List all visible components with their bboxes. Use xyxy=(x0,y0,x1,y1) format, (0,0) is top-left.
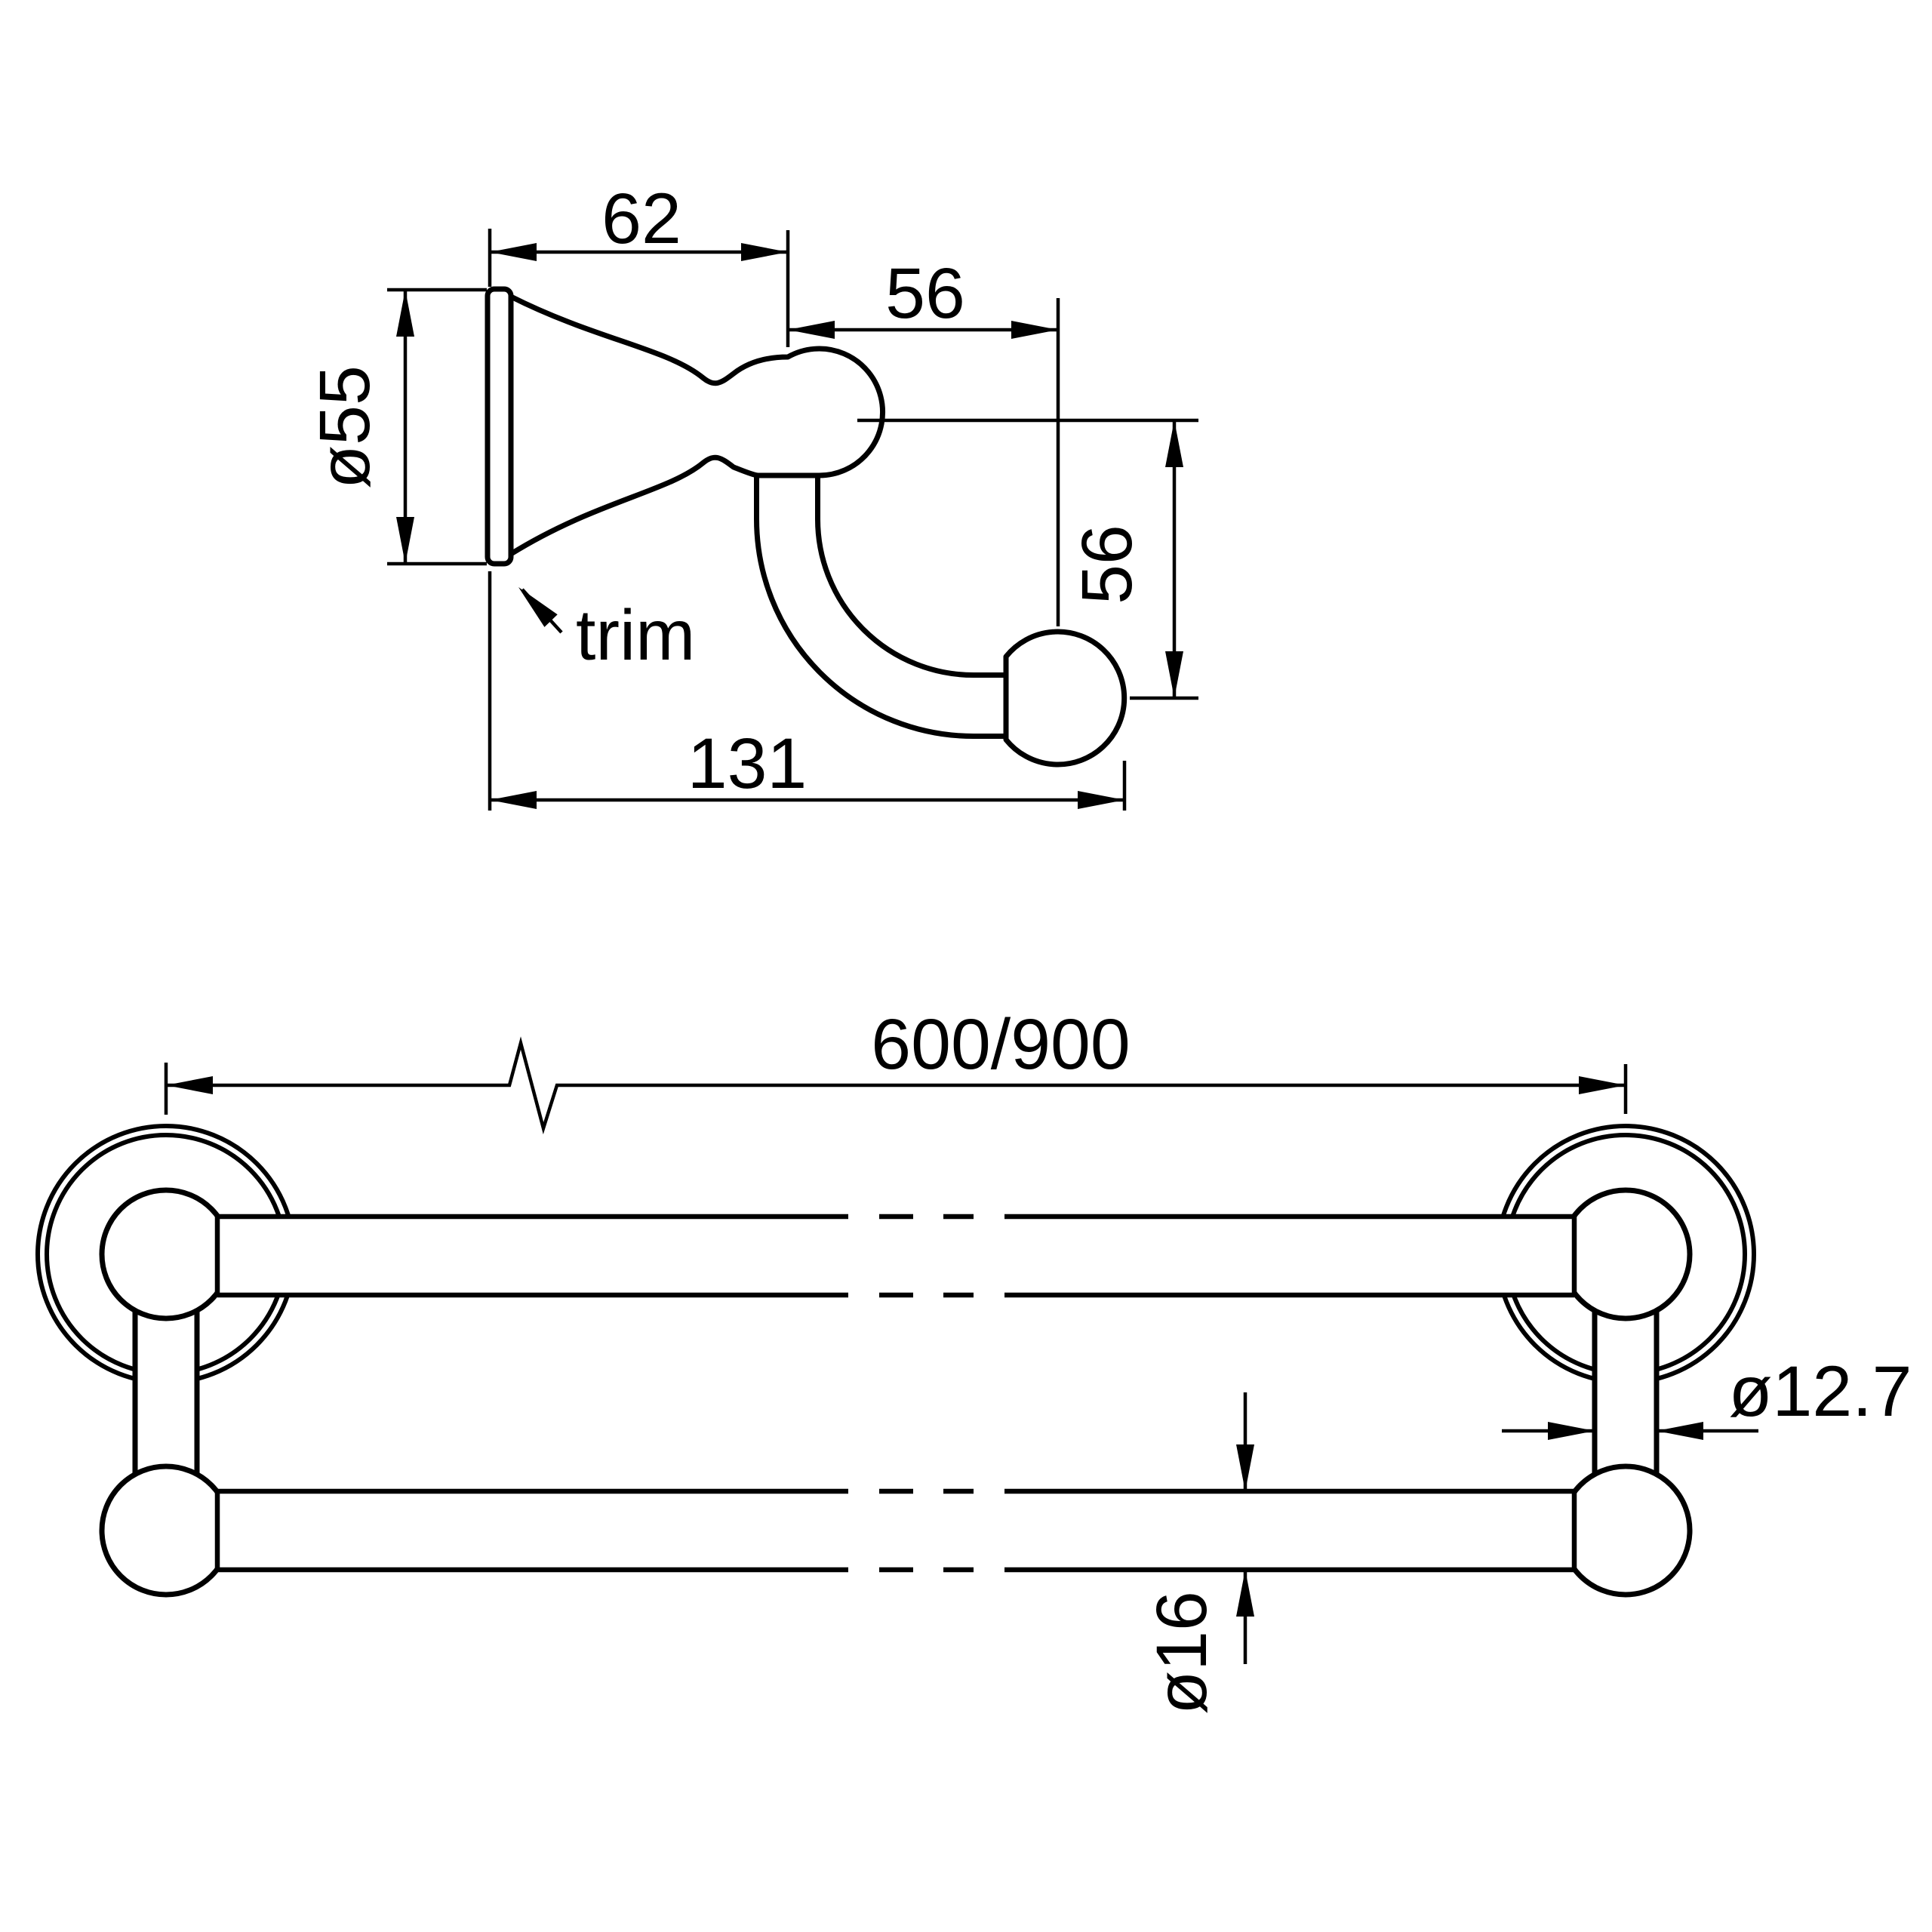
right-upper-ball xyxy=(1558,1187,1693,1321)
front-view: 600/900 ø12.7 ø16 xyxy=(35,1004,1912,1715)
dim-rail-arrow-down xyxy=(1236,1444,1254,1491)
dim-length-arrow-right xyxy=(1579,1076,1626,1094)
top-rail-edges xyxy=(217,1214,1574,1298)
dim-rail-diameter: ø16 xyxy=(1142,1392,1254,1715)
dim-131-arrow-right xyxy=(1078,791,1124,809)
dim-length: 600/900 xyxy=(164,1004,1628,1135)
hook-end-ball xyxy=(1003,629,1128,768)
dim-131: 131 xyxy=(488,571,1127,811)
bottom-rail-end-caps xyxy=(214,1491,1577,1570)
dim-131-label: 131 xyxy=(688,724,808,804)
dim-56-drop: 56 xyxy=(857,418,1198,700)
dim-post-arrow-right xyxy=(1657,1422,1703,1440)
bottom-rail-body xyxy=(217,1491,1574,1570)
dim-62-label: 62 xyxy=(601,179,681,259)
right-lower-ball xyxy=(1558,1463,1693,1598)
dim-rail-diameter-label: ø16 xyxy=(1142,1591,1222,1715)
left-lower-ball xyxy=(99,1463,233,1598)
dim-rail-arrow-up xyxy=(1236,1570,1254,1617)
hook-body xyxy=(508,294,886,557)
left-upper-ball xyxy=(99,1187,233,1321)
dim-56-offset-arrow-left xyxy=(788,321,835,339)
bottom-rail-edges xyxy=(217,1488,1574,1573)
side-view: 62 56 ø55 56 xyxy=(305,179,1198,811)
dim-length-label: 600/900 xyxy=(871,1004,1130,1084)
dim-56-drop-arrow-up xyxy=(1165,420,1183,467)
dim-55-arrow-up xyxy=(396,290,414,337)
trim-callout: trim xyxy=(518,587,695,675)
dim-post-arrow-left xyxy=(1548,1422,1595,1440)
dim-post-diameter-label: ø12.7 xyxy=(1729,1352,1912,1432)
dim-62: 62 xyxy=(488,179,790,347)
dim-flange-diameter-label: ø55 xyxy=(305,365,385,489)
dim-flange-diameter: ø55 xyxy=(305,288,487,566)
dim-56-offset-arrow-right xyxy=(1011,321,1058,339)
top-rail-end-caps xyxy=(214,1217,1577,1295)
dim-56-offset-label: 56 xyxy=(885,254,965,334)
dim-post-diameter: ø12.7 xyxy=(1502,1352,1912,1440)
dim-62-arrow-left xyxy=(490,243,537,261)
dim-62-arrow-right xyxy=(741,243,788,261)
trim-leader-arrow xyxy=(518,587,558,627)
dim-56-drop-label: 56 xyxy=(1067,525,1147,605)
dim-55-arrow-down xyxy=(396,517,414,564)
top-rail-body xyxy=(217,1217,1574,1295)
wall-trim-plate xyxy=(485,286,514,567)
hook-arm-body xyxy=(759,451,1011,734)
trim-label: trim xyxy=(576,595,695,675)
dim-56-offset: 56 xyxy=(788,254,1060,626)
dim-length-line xyxy=(166,1036,1626,1135)
dim-length-arrow-left xyxy=(166,1076,213,1094)
dim-56-drop-arrow-down xyxy=(1165,651,1183,698)
dim-131-arrow-left xyxy=(490,791,537,809)
